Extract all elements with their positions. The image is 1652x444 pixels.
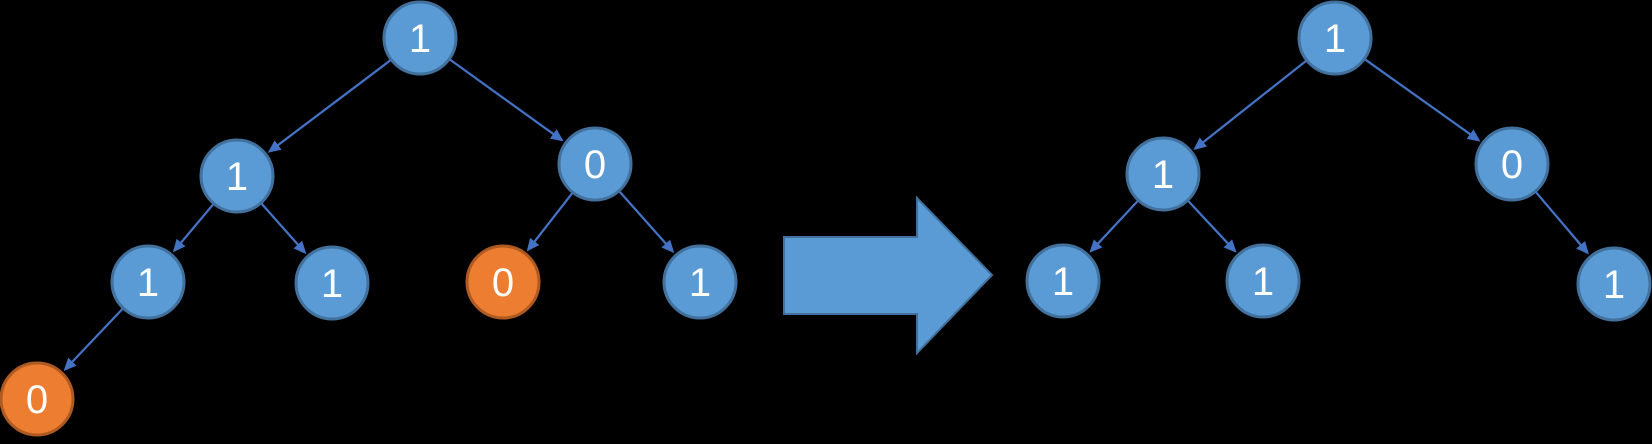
tree-node-1: 1 [199, 138, 275, 214]
tree-node-label: 0 [26, 378, 48, 422]
tree-edge-arrow [172, 203, 215, 253]
tree-edge-arrow [260, 202, 307, 255]
tree-node-circle [1225, 243, 1301, 319]
tree-node-label: 0 [1501, 143, 1523, 187]
tree-node-circle [1576, 246, 1652, 322]
tree-node-label: 1 [409, 17, 431, 61]
tree-node-circle [1297, 0, 1373, 76]
tree-edge-arrow [1535, 191, 1589, 255]
tree-node-0: 0 [0, 361, 75, 437]
tree-node-circle [199, 138, 275, 214]
tree-edge-arrow [1193, 60, 1307, 151]
tree-node-label: 1 [1252, 260, 1274, 304]
tree-node-label: 1 [1052, 260, 1074, 304]
tree-node-label: 1 [689, 261, 711, 305]
tree-before-pruning: 1 1 0 1 1 0 1 0 [0, 0, 738, 437]
tree-node-1: 1 [382, 0, 458, 76]
tree-edge-arrow [63, 308, 124, 371]
tree-node-0: 0 [1474, 126, 1550, 202]
tree-node-circle [382, 0, 458, 76]
tree-node-1: 1 [1125, 136, 1201, 212]
transform-right-arrow [783, 195, 994, 356]
tree-edge-arrow [526, 192, 574, 252]
tree-node-1: 1 [1576, 246, 1652, 322]
tree-node-1: 1 [662, 244, 738, 320]
tree-node-circle [662, 244, 738, 320]
tree-after-pruning: 1 1 0 1 1 1 [1025, 0, 1652, 322]
tree-node-circle [110, 244, 186, 320]
tree-edge-arrow [449, 58, 564, 142]
tree-node-label: 1 [1603, 263, 1625, 307]
tree-node-label: 1 [226, 155, 248, 199]
tree-node-label: 1 [137, 261, 159, 305]
tree-node-0: 0 [465, 244, 541, 320]
tree-node-0: 0 [557, 126, 633, 202]
tree-edge-arrow [267, 59, 392, 153]
tree-node-circle [1125, 136, 1201, 212]
tree-node-1: 1 [1025, 243, 1101, 319]
tree-node-circle [1474, 126, 1550, 202]
tree-node-circle [465, 244, 541, 320]
tree-node-1: 1 [1297, 0, 1373, 76]
tree-node-1: 1 [294, 245, 370, 321]
tree-node-circle [294, 245, 370, 321]
tree-edge-arrow [1089, 200, 1139, 253]
tree-node-label: 1 [1152, 153, 1174, 197]
tree-edge-arrow [1187, 200, 1237, 253]
tree-node-1: 1 [110, 244, 186, 320]
tree-node-circle [1025, 243, 1101, 319]
tree-node-label: 1 [321, 262, 343, 306]
tree-node-1: 1 [1225, 243, 1301, 319]
tree-node-label: 0 [584, 143, 606, 187]
tree-node-circle [0, 361, 75, 437]
tree-node-label: 1 [1324, 17, 1346, 61]
tree-node-label: 0 [492, 261, 514, 305]
tree-edge-arrow [1364, 58, 1481, 142]
tree-node-circle [557, 126, 633, 202]
tree-edge-arrow [618, 190, 675, 254]
